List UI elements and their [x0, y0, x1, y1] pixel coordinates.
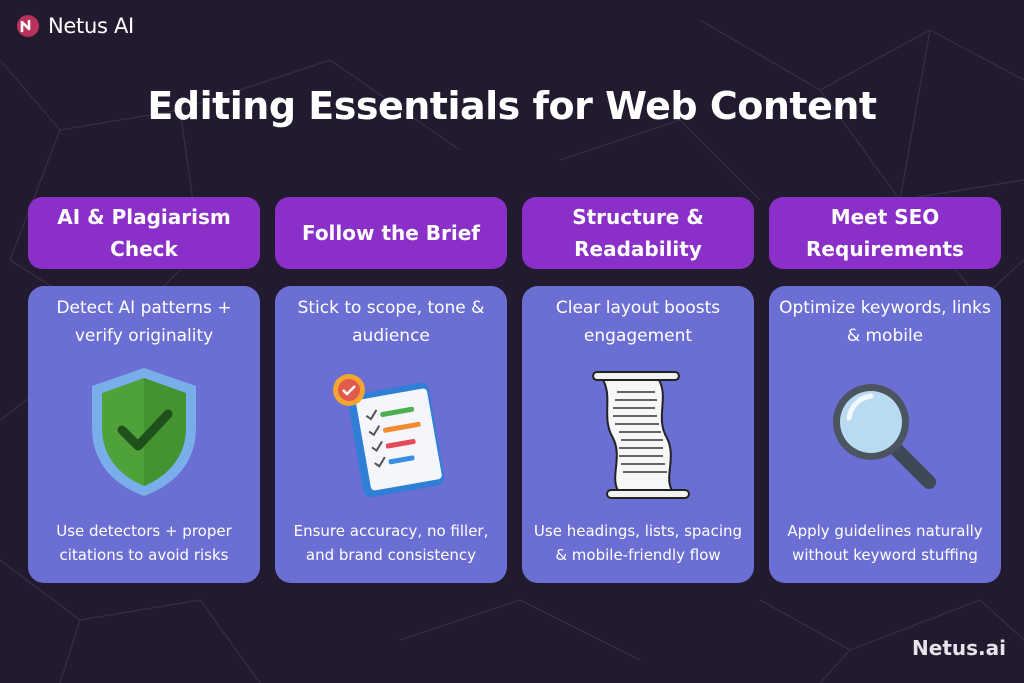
brand-logo[interactable]: Netus AI — [16, 14, 134, 38]
card-summary: Detect AI patterns + verify originality — [56, 298, 232, 346]
card-detail: Use headings, lists, spacing & mobile-fr… — [533, 522, 743, 564]
column-card: Clear layout boosts engagement — [522, 286, 754, 583]
card-summary: Clear layout boosts engagement — [555, 298, 721, 346]
magnifier-icon — [833, 384, 936, 489]
footer-brand: Netus.ai — [912, 636, 1006, 660]
column-header: AI & Plagiarism Check — [28, 197, 260, 269]
logo-text: Netus AI — [48, 14, 134, 38]
column-card: Detect AI patterns + verify originality … — [28, 286, 260, 583]
column-header: Structure & Readability — [522, 197, 754, 269]
card-detail: Apply guidelines naturally without keywo… — [787, 522, 983, 564]
column-ai-plagiarism: AI & Plagiarism Check Detect AI patterns… — [28, 197, 260, 583]
page-title: Editing Essentials for Web Content — [147, 84, 877, 128]
netus-logo-icon — [17, 15, 39, 37]
column-structure: Structure & Readability Clear layout boo… — [522, 197, 754, 583]
card-detail: Use detectors + proper citations to avoi… — [56, 522, 232, 564]
card-summary: Stick to scope, tone & audience — [297, 298, 485, 346]
column-card: Stick to scope, tone & audience — [275, 286, 507, 583]
column-header: Meet SEO Requirements — [769, 197, 1001, 269]
card-detail: Ensure accuracy, no filler, and brand co… — [293, 522, 489, 564]
column-follow-brief: Follow the Brief Stick to scope, tone & … — [275, 197, 507, 583]
scroll-icon — [592, 371, 690, 499]
shield-check-icon — [92, 368, 196, 496]
column-card: Optimize keywords, links & mobile Apply … — [769, 286, 1001, 583]
clipboard-checklist-icon — [333, 374, 445, 498]
card-summary: Optimize keywords, links & mobile — [779, 298, 991, 346]
column-header: Follow the Brief — [275, 197, 507, 269]
column-seo: Meet SEO Requirements Optimize keywords,… — [769, 197, 1001, 583]
